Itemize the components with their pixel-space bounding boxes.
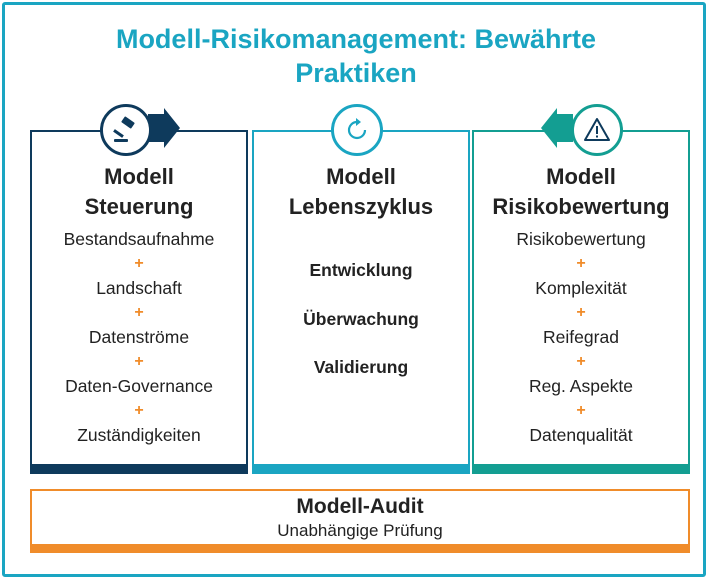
list-item: Zuständigkeiten	[77, 425, 201, 445]
list-item: Datenströme	[88, 327, 190, 347]
column-list: Entwicklung Überwachung Validierung	[254, 258, 468, 404]
diagram-title: Modell-Risikomanagement: Bewährte Prakti…	[0, 22, 712, 90]
plus-separator: +	[576, 303, 586, 321]
plus-separator: +	[576, 401, 586, 419]
right-arrow-icon	[148, 108, 180, 148]
column-heading-line-1: Modell	[546, 164, 616, 189]
warning-badge	[571, 104, 623, 156]
column-steuerung: Modell Steuerung Bestandsaufnahme + Land…	[30, 130, 248, 474]
column-heading-line-1: Modell	[326, 164, 396, 189]
left-arrow-icon	[541, 108, 573, 148]
list-item: Reg. Aspekte	[528, 376, 634, 396]
column-list: Risikobewertung + Komplexität + Reifegra…	[474, 227, 688, 448]
list-item: Überwachung	[303, 308, 419, 329]
list-item: Daten-Governance	[65, 376, 213, 396]
plus-separator: +	[576, 352, 586, 370]
column-risikobewertung: Modell Risikobewertung Risikobewertung +…	[472, 130, 690, 474]
column-heading-line-1: Modell	[104, 164, 174, 189]
list-item: Entwicklung	[309, 260, 413, 280]
list-item: Risikobewertung	[516, 229, 646, 249]
audit-subtitle: Unabhängige Prüfung	[277, 521, 443, 540]
outer-frame	[2, 2, 706, 577]
column-list: Bestandsaufnahme + Landschaft + Datenstr…	[32, 227, 246, 448]
title-line-2: Praktiken	[295, 58, 417, 88]
plus-separator: +	[576, 254, 586, 272]
list-item: Landschaft	[96, 278, 182, 298]
title-line-1: Modell-Risikomanagement: Bewährte	[115, 24, 597, 54]
audit-box: Modell-Audit Unabhängige Prüfung	[30, 489, 690, 553]
column-heading-line-2: Steuerung	[84, 194, 194, 219]
column-heading-line-2: Lebenszyklus	[288, 194, 434, 219]
warning-icon	[584, 118, 610, 141]
cycle-icon	[347, 118, 367, 140]
column-heading: Modell Lebenszyklus	[254, 162, 468, 222]
list-item: Reifegrad	[543, 327, 619, 347]
plus-separator: +	[134, 401, 144, 419]
column-heading: Modell Risikobewertung	[474, 162, 688, 222]
cycle-badge	[331, 104, 383, 156]
plus-separator: +	[134, 303, 144, 321]
gavel-icon	[113, 116, 135, 142]
audit-title: Modell-Audit	[296, 495, 424, 518]
list-item: Datenqualität	[529, 425, 633, 445]
column-heading-line-2: Risikobewertung	[492, 194, 670, 219]
plus-separator: +	[134, 254, 144, 272]
gavel-badge	[100, 104, 152, 156]
list-item: Validierung	[313, 357, 409, 377]
plus-separator: +	[134, 352, 144, 370]
column-heading: Modell Steuerung	[32, 162, 246, 222]
list-item: Bestandsaufnahme	[63, 229, 215, 249]
column-lebenszyklus: Modell Lebenszyklus Entwicklung Überwach…	[252, 130, 470, 474]
list-item: Komplexität	[535, 278, 627, 298]
